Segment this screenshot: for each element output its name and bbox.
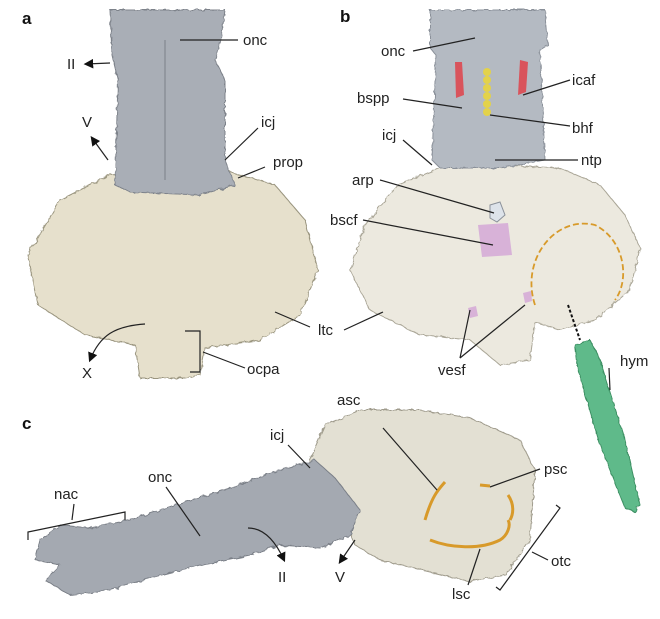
label-a-II: II	[67, 56, 76, 73]
label-c-lsc: lsc	[452, 586, 471, 603]
panel-c-neurocranium	[34, 459, 361, 596]
label-c-psc: psc	[544, 461, 568, 478]
label-a-ltc: ltc	[318, 322, 333, 339]
label-b-icj: icj	[382, 127, 397, 144]
label-c-V: V	[335, 569, 346, 586]
label-b-arp: arp	[352, 172, 374, 189]
label-a-prop: prop	[273, 154, 304, 171]
panel-c-specimen	[34, 409, 536, 596]
label-b-icaf: icaf	[572, 72, 596, 89]
label-a-ocpa: ocpa	[247, 361, 280, 378]
label-c-asc: asc	[337, 392, 361, 409]
panel-b-specimen	[349, 9, 641, 513]
label-a-icj: icj	[261, 114, 276, 131]
panel-label-c: c	[22, 414, 32, 433]
panel-a-specimen	[27, 9, 319, 379]
label-c-II: II	[278, 569, 287, 586]
label-c-otc: otc	[551, 553, 572, 570]
label-b-bscf: bscf	[330, 212, 358, 229]
label-b-hym: hym	[620, 353, 649, 370]
label-a-onc: onc	[243, 32, 268, 49]
panel-a-otic-region	[27, 169, 319, 379]
label-a-V: V	[82, 114, 93, 131]
label-a-X: X	[82, 365, 93, 382]
label-b-bhf: bhf	[572, 120, 593, 137]
label-c-onc: onc	[148, 469, 173, 486]
annotation-lines	[27, 37, 611, 591]
label-b-bspp: bspp	[357, 90, 390, 107]
label-c-nac: nac	[54, 486, 79, 503]
panel-b-otic-region	[349, 164, 641, 366]
panel-a-neurocranium	[109, 9, 236, 196]
bhf-marks	[483, 68, 491, 116]
label-c-icj: icj	[270, 427, 285, 444]
panel-label-a: a	[22, 9, 32, 28]
panel-label-b: b	[340, 7, 351, 26]
label-b-vesf: vesf	[438, 362, 466, 379]
label-b-ntp: ntp	[581, 152, 602, 169]
hym-element	[574, 339, 641, 513]
label-b-onc: onc	[381, 43, 406, 60]
